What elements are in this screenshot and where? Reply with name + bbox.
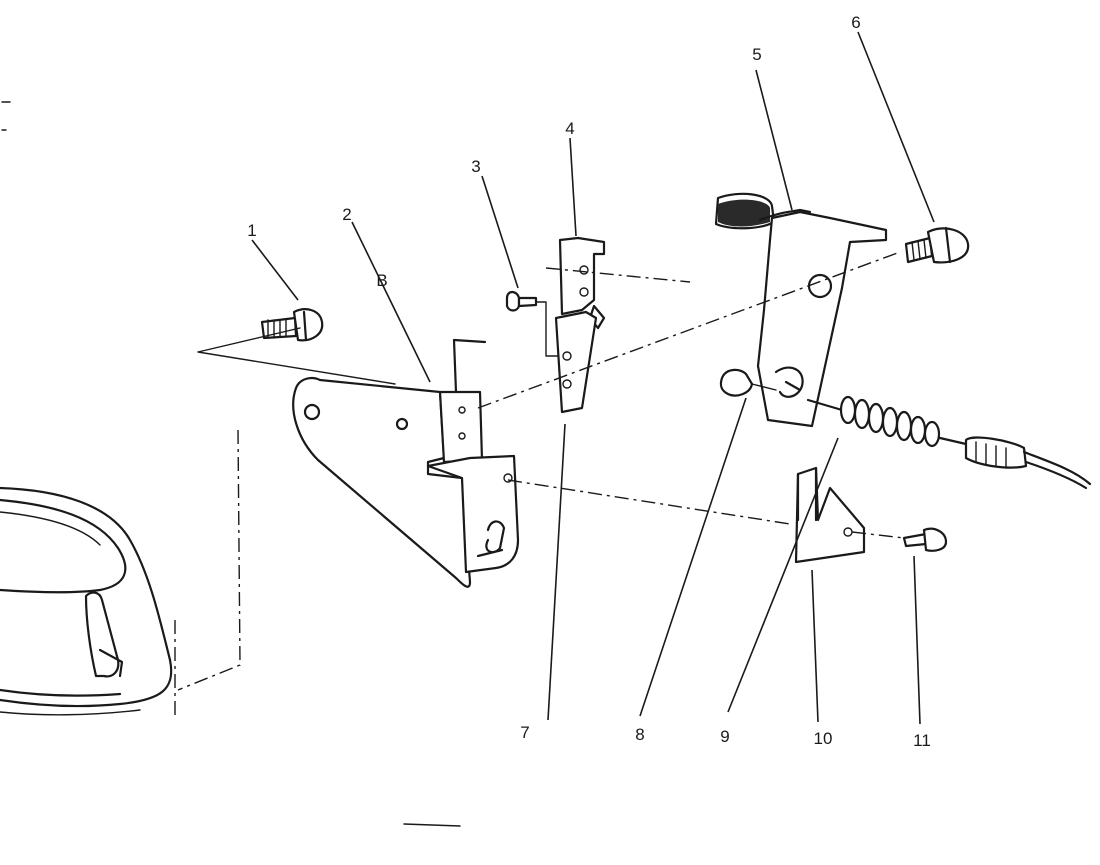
callout-9: 9	[720, 727, 729, 746]
callout-6: 6	[851, 13, 860, 32]
scan-mark	[403, 823, 461, 827]
callout-11: 11	[913, 731, 931, 750]
callout-2: 2	[342, 205, 351, 224]
callout-labels: 1 2 B 3 4 5 6 7 8 9 10 11	[247, 13, 931, 750]
part-11-screw	[902, 527, 948, 552]
axis-line-part-11	[851, 531, 905, 539]
leader-lines	[251, 31, 935, 725]
bracket-hole	[395, 417, 409, 431]
part-7-lever	[554, 310, 598, 414]
callout-10: 10	[814, 729, 833, 748]
part-10-bracket	[794, 466, 866, 564]
part-9-spring-cable	[806, 395, 1092, 490]
part-2-bracket	[292, 338, 520, 588]
callout-1: 1	[247, 221, 256, 240]
stamped-mark: B	[376, 271, 387, 290]
part-8-knob	[719, 368, 777, 397]
axis-line-upper	[477, 251, 901, 409]
part-3-alignment-line	[535, 301, 561, 357]
part-1-screw	[260, 308, 324, 342]
part-5-control-lever	[714, 192, 888, 428]
part-3-screw	[505, 290, 538, 312]
callout-5: 5	[752, 45, 761, 64]
part-6-screw	[904, 226, 970, 264]
callout-4: 4	[565, 119, 574, 138]
callout-8: 8	[635, 725, 644, 744]
engine-housing	[0, 429, 241, 720]
axis-line-lower	[507, 479, 791, 525]
part-4-plate	[545, 236, 691, 330]
part-1-alignment-lines	[197, 327, 396, 385]
bracket-hole	[303, 403, 321, 421]
callout-3: 3	[471, 157, 480, 176]
scan-mark	[1, 101, 11, 131]
callout-7: 7	[520, 723, 529, 742]
